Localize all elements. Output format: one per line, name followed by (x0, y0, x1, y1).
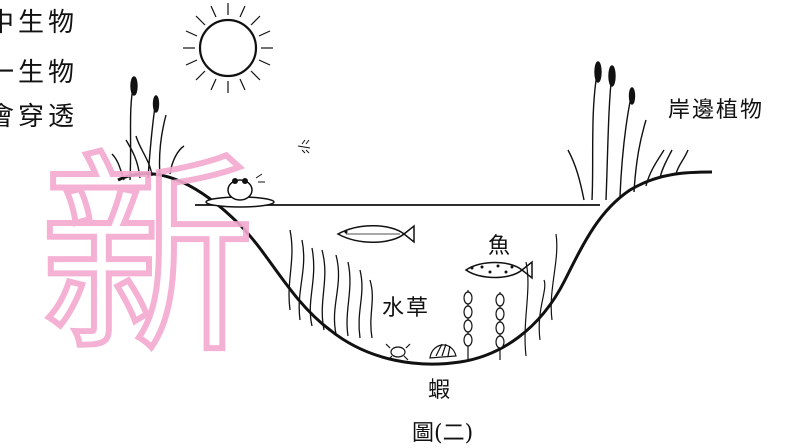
label-shrimp: 蝦 (428, 378, 451, 403)
left-text-line-1: 中生物 (0, 8, 79, 38)
crab-icon (385, 343, 411, 361)
reed-icon (111, 76, 185, 181)
label-shore-plants: 岸邊植物 (668, 98, 765, 123)
sun-icon (183, 3, 273, 93)
waterweed-icon (288, 229, 373, 339)
left-text-line-2: 一生物 (0, 58, 79, 88)
frog-icon (205, 173, 275, 208)
dragonfly-icon (297, 139, 311, 154)
figure-caption: 圖(二) (412, 421, 474, 446)
reed-icon (567, 61, 689, 201)
pond-basin (117, 170, 713, 366)
watermark: 新 (37, 132, 258, 383)
shell-icon (429, 343, 457, 359)
waterweed-icon (463, 233, 558, 362)
left-text-line-3: 會穿透 (0, 102, 79, 132)
fish-icon (336, 224, 415, 244)
label-fish: 魚 (488, 234, 511, 259)
label-waterweed: 水草 (382, 296, 431, 321)
fish-icon (464, 260, 533, 280)
